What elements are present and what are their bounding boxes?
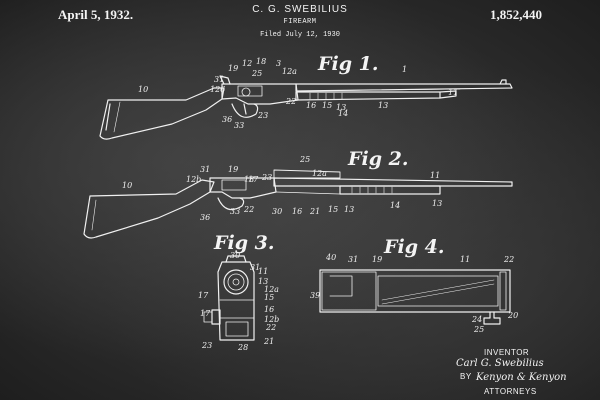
fig2-ref-numeral: 12a xyxy=(312,169,327,178)
fig1-ref-numeral: 33 xyxy=(234,121,244,130)
fig1-ref-numeral: 16 xyxy=(306,101,316,110)
fig4-ref-numeral: 24 xyxy=(471,315,482,324)
fig1-ref-numeral: 23 xyxy=(257,111,268,120)
fig4-ref-numeral: 31 xyxy=(348,255,358,264)
fig2-rifle-drawing xyxy=(84,170,512,238)
fig3-ref-numeral: 30 xyxy=(230,251,240,260)
fig4-ref-numeral: 40 xyxy=(325,253,336,262)
fig2-ref-numeral: 14 xyxy=(390,201,400,210)
fig1-ref-numeral: 19 xyxy=(228,64,238,73)
fig1-ref-numeral: 10 xyxy=(138,85,148,94)
fig1-ref-numeral: 126 xyxy=(210,85,225,94)
inventor-signature: Carl G. Swebilius xyxy=(456,358,544,369)
fig2-ref-numeral: 21 xyxy=(309,207,320,216)
fig2-magazine-tube xyxy=(340,186,440,194)
fig2-ref-numeral: 31 xyxy=(200,165,210,174)
fig2-ref-numeral: 25 xyxy=(299,155,310,164)
fig1-trigger-guard xyxy=(232,104,258,117)
fig3-housing xyxy=(218,262,254,340)
fig3-ref-numeral: 17 xyxy=(200,309,211,318)
fig3-ref-numeral: 28 xyxy=(237,343,248,352)
patent-number: 1,852,440 xyxy=(490,7,542,22)
fig2-ref-numeral: 10 xyxy=(122,181,132,190)
fig1-ref-numeral: 14 xyxy=(338,109,348,118)
fig2-barrel xyxy=(274,178,512,186)
fig4-magazine-drawing xyxy=(320,270,510,324)
inventor-name: C. G. SWEBILIUS xyxy=(252,4,348,15)
fig2-ref-numeral: 12b xyxy=(186,175,201,184)
fig2-stock xyxy=(84,180,214,238)
fig2-ref-numeral: 19 xyxy=(228,165,238,174)
fig4-ref-numeral: 20 xyxy=(507,311,518,320)
fig1-ref-numeral: 31 xyxy=(214,75,224,84)
fig1-ref-numeral: 1 xyxy=(402,65,407,74)
fig1-stock xyxy=(100,88,224,139)
by-label: BY xyxy=(460,372,472,381)
fig4-ref-numeral: 25 xyxy=(473,325,484,334)
fig2-ref-numeral: 23 xyxy=(261,173,272,182)
patent-date: April 5, 1932. xyxy=(58,7,134,22)
fig2-ref-numeral: 13 xyxy=(432,199,442,208)
fig1-ref-numeral: 13 xyxy=(378,101,388,110)
fig3-ref-numeral: 13 xyxy=(258,277,268,286)
attorney-label: ATTORNEYS xyxy=(484,387,537,396)
fig3-ref-numeral: 12a xyxy=(264,285,279,294)
attorney-signature: Kenyon & Kenyon xyxy=(476,372,567,383)
fig3-section-drawing xyxy=(204,256,254,340)
fig2-ref-numeral: 33 xyxy=(230,207,240,216)
fig3-ref-numeral: 31 xyxy=(250,263,260,272)
fig3-ref-numeral: 12b xyxy=(264,315,279,324)
fig1-ref-numeral: 18 xyxy=(256,57,266,66)
fig2-ref-numeral: 16 xyxy=(292,207,302,216)
fig4-ref-numeral: 22 xyxy=(503,255,514,264)
fig2-ref-numeral: 15 xyxy=(328,205,338,214)
inventor-label: INVENTOR xyxy=(484,348,530,357)
fig3-ref-numeral: 23 xyxy=(201,341,212,350)
fig4-ref-numeral: 11 xyxy=(460,255,470,264)
fig1-ref-numeral: 15 xyxy=(322,101,332,110)
fig4-label: Fig 4. xyxy=(384,236,445,258)
fig2-ref-numeral: 11 xyxy=(430,171,440,180)
fig1-ref-numeral: 13 xyxy=(336,103,346,112)
fig1-ref-numeral: 25 xyxy=(251,69,262,78)
fig2-ref-numeral: 36 xyxy=(200,213,210,222)
fig1-magazine-tube xyxy=(296,92,440,100)
fig1-label: Fig 1. xyxy=(318,53,379,75)
fig4-magazine-body xyxy=(320,270,510,312)
patent-title: FIREARM xyxy=(283,18,317,26)
fig1-ref-numeral: 12a xyxy=(282,67,297,76)
fig2-ref-numeral: 13 xyxy=(344,205,354,214)
fig2-ref-numeral: 17 xyxy=(248,175,259,184)
fig2-ref-numeral: 18 xyxy=(244,175,254,184)
fig2-ref-numeral: 30 xyxy=(272,207,282,216)
fig1-rifle-drawing xyxy=(100,76,512,139)
fig1-ref-numeral: 36 xyxy=(222,115,232,124)
fig1-barrel xyxy=(296,84,512,91)
fig1-ref-numeral: 22 xyxy=(285,97,296,106)
fig3-ref-numeral: 22 xyxy=(265,323,276,332)
fig4-ref-numeral: 39 xyxy=(310,291,320,300)
filed-date: Filed July 12, 1930 xyxy=(260,31,340,39)
fig2-label: Fig 2. xyxy=(348,148,409,170)
fig1-ref-numeral: 3 xyxy=(276,59,281,68)
fig2-ref-numeral: 22 xyxy=(243,205,254,214)
fig3-ref-numeral: 11 xyxy=(258,267,268,276)
fig3-ref-numeral: 21 xyxy=(263,337,274,346)
fig4-ref-numeral: 19 xyxy=(372,255,382,264)
fig2-trigger-guard xyxy=(218,198,244,210)
fig3-ref-numeral: 16 xyxy=(264,305,274,314)
fig1-ref-numeral: 12 xyxy=(242,59,252,68)
fig3-ref-numeral: 17 xyxy=(198,291,209,300)
fig3-ref-numeral: 15 xyxy=(264,293,274,302)
fig3-label: Fig 3. xyxy=(214,232,275,254)
fig1-ref-numeral: 11 xyxy=(448,88,458,97)
